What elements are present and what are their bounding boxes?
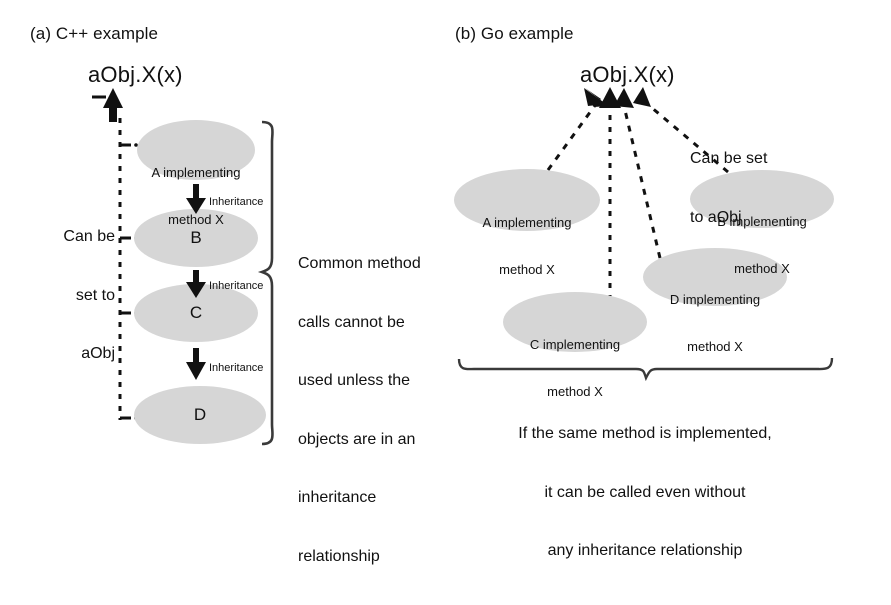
panel-a-call-label: aObj.X(x) (88, 62, 183, 87)
panel-b-node-A-label: A implementing method X (462, 183, 592, 310)
panel-b-node-C-label: C implementing method X (510, 305, 640, 432)
panel-a-node-C-label: C (189, 303, 203, 322)
panel-b-node-B-line-2: method X (734, 261, 790, 277)
panel-a-node-D (134, 386, 266, 444)
panel-a-edge-label-1: Inheritance (209, 196, 264, 208)
panel-a-edge-label-3: Inheritance (209, 362, 264, 374)
panel-a-edge-label-2: Inheritance (209, 280, 264, 292)
panel-a-brace-note-line-6: relationship (298, 547, 380, 565)
panel-a-node-C (134, 284, 258, 342)
panel-a-node-A-line-1: A implementing (151, 164, 241, 180)
panel-b-node-B (690, 170, 834, 228)
panel-b-title: (b) Go example (455, 24, 574, 43)
panel-a-call-arrow (92, 88, 123, 122)
panel-a-node-D-label: D (193, 405, 207, 424)
panel-b-node-B-label: B implementing method X (697, 182, 827, 309)
panel-a-node-A (137, 120, 255, 180)
panel-a-node-B-label: B (190, 228, 202, 247)
panel-b-node-D-line-2: method X (687, 339, 743, 355)
panel-b-brace (457, 357, 834, 382)
panel-a-brace-note-line-4: objects are in an (298, 430, 416, 448)
panel-b-brace-note-line-1: If the same method is implemented, (518, 425, 772, 443)
panel-a-side-note-line-3: aObj (81, 345, 115, 363)
panel-b-node-A-line-1: A implementing (482, 214, 572, 230)
panel-b-arrowheads (584, 87, 651, 108)
panel-b-node-B-line-1: B implementing (717, 213, 807, 229)
panel-a-node-A-label: A implementing method X (141, 133, 251, 260)
panel-b-node-C (503, 292, 647, 352)
panel-b-node-D (643, 248, 787, 306)
figure-canvas: (a) C++ example aObj.X(x) Can be set to … (10, 24, 834, 565)
panel-b-node-C-line-2: method X (547, 384, 603, 400)
panel-a-node-A-line-2: method X (168, 212, 224, 228)
panel-b-node-C-line-1: C implementing (529, 336, 621, 352)
panel-b-side-note-line-2: to aObj (690, 208, 742, 226)
panel-b-call-arrows (546, 100, 729, 300)
panel-b-node-D-label: D implementing method X (650, 260, 780, 387)
panel-a-brace-note-line-5: inheritance (298, 489, 377, 507)
panel-a-brace-note: Common method calls cannot be used unles… (298, 215, 448, 605)
panel-b-brace-note-line-2: it can be called even without (544, 483, 746, 501)
panel-a-brace-note-line-3: used unless the (298, 372, 411, 390)
panel-a-brace-note-line-2: calls cannot be (298, 313, 405, 331)
panel-a-side-note: Can be set to aObj (10, 188, 115, 403)
panel-a-inheritance-arrows (186, 184, 206, 380)
panel-a-node-B (134, 209, 258, 267)
panel-a-title: (a) C++ example (30, 24, 159, 43)
panel-a-side-note-line-1: Can be (63, 228, 115, 246)
panel-b-side-note-line-1: Can be set (690, 150, 768, 168)
diagram-vector-layer (92, 87, 834, 446)
panel-b-brace-note: If the same method is implemented, it ca… (455, 385, 835, 600)
panel-b-node-A (454, 169, 600, 231)
panel-a-side-note-line-2: set to (75, 286, 115, 304)
panel-b-node-D-line-1: D implementing (669, 291, 761, 307)
panel-b-brace-note-line-3: any inheritance relationship (547, 542, 743, 560)
panel-b-call-label: aObj.X(x) (580, 62, 675, 87)
panel-a-assignment-spine (118, 118, 138, 420)
panel-a-brace-note-line-1: Common method (298, 255, 421, 273)
panel-a-brace (257, 120, 274, 446)
panel-b-side-note: Can be set to aObj (690, 110, 830, 266)
panel-b-node-A-line-2: method X (499, 262, 555, 278)
